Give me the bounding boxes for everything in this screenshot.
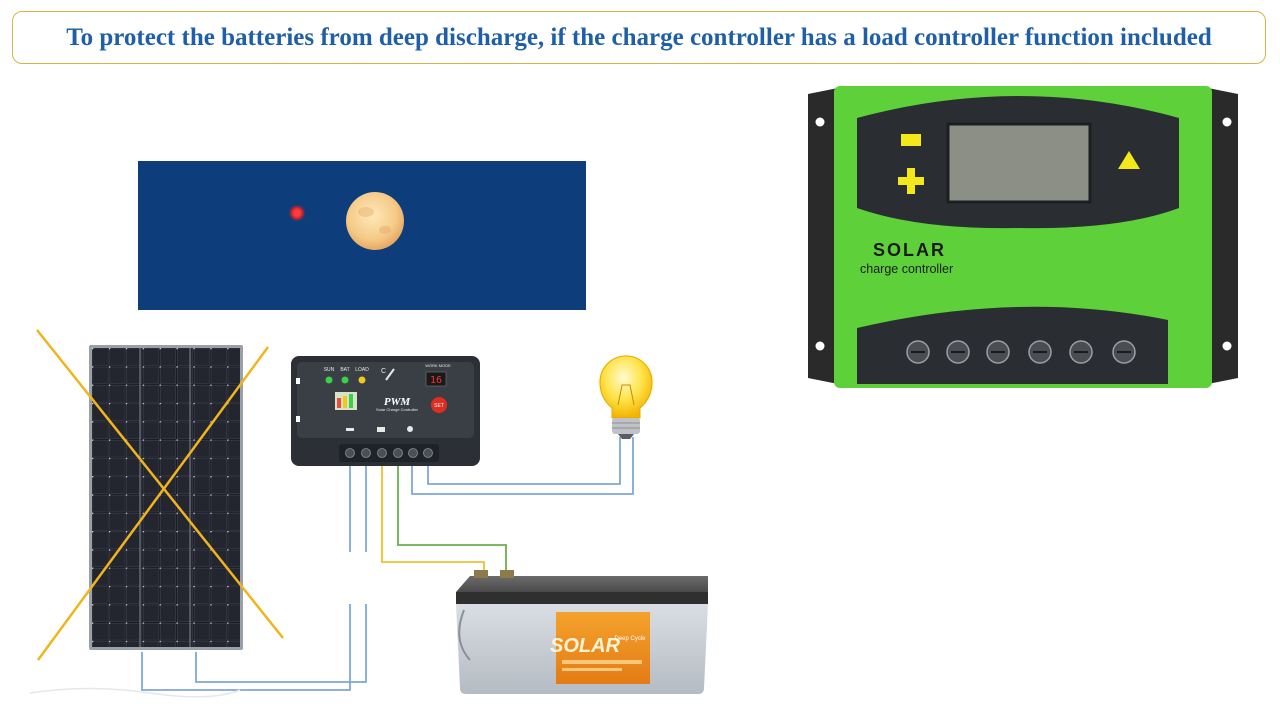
solar-panel [89, 345, 243, 650]
deep-cycle-battery: SOLAR Deep Cycle [456, 570, 708, 694]
battery-brand: SOLAR [550, 635, 621, 657]
svg-text:C: C [381, 368, 386, 375]
small-pwm-controller: SUN BAT LOAD C WORK MODE 16 PWM Solar Ch… [291, 356, 480, 466]
work-mode-label: WORK MODE [425, 363, 451, 368]
large-controller-subtitle: charge controller [860, 262, 953, 276]
indicator-load-label: LOAD [355, 367, 369, 373]
led-sun [326, 377, 333, 384]
indicator-bat-label: BAT [340, 367, 349, 373]
night-sky-image [138, 161, 586, 310]
set-button-label: SET [434, 403, 444, 409]
pwm-subtitle: Solar Charge Controller [376, 407, 419, 412]
moon [346, 192, 404, 250]
light-bulb [598, 355, 654, 439]
led-bat [342, 377, 349, 384]
mode-display-value: 16 [430, 375, 442, 386]
indicator-sun-label: SUN [324, 367, 335, 373]
large-solar-charge-controller: SOLAR charge controller [808, 86, 1238, 388]
large-controller-brand: SOLAR [873, 240, 946, 260]
battery-subtitle: Deep Cycle [614, 636, 646, 642]
led-load [359, 377, 366, 384]
